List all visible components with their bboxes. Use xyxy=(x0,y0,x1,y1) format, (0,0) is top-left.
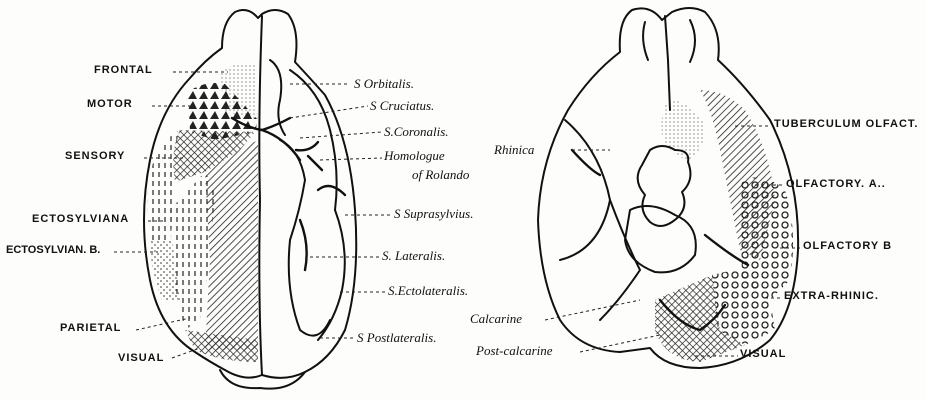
label-s-lateralis: S. Lateralis. xyxy=(382,248,445,264)
label-visual-left: VISUAL xyxy=(118,352,164,364)
label-tuberculum-olfact: TUBERCULUM OLFACT. xyxy=(774,118,919,130)
label-post-calcarine: Post-calcarine xyxy=(476,343,553,359)
label-calcarine: Calcarine xyxy=(470,311,522,327)
s-lateralis xyxy=(300,220,307,270)
label-sensory: SENSORY xyxy=(65,150,125,162)
homologue-of-rolando xyxy=(296,142,322,170)
label-motor: MOTOR xyxy=(87,98,133,110)
label-s-orbitalis: S Orbitalis. xyxy=(354,76,414,92)
left-midline xyxy=(259,16,262,375)
right-midline xyxy=(665,16,670,110)
s-coronalis xyxy=(262,130,300,160)
left-brain xyxy=(144,10,356,389)
label-parietal: PARIETAL xyxy=(60,322,121,334)
label-visual-right: VISUAL xyxy=(740,348,786,360)
label-frontal: FRONTAL xyxy=(94,64,153,76)
gyrus-outline-1 xyxy=(290,70,337,210)
s-suprasylvius xyxy=(318,186,345,195)
label-s-ectolateralis: S.Ectolateralis. xyxy=(388,283,468,299)
label-ectosylviana: ECTOSYLVIANA xyxy=(32,213,129,225)
label-homologue-2: of Rolando xyxy=(412,167,469,183)
label-s-suprasylvius: S Suprasylvius. xyxy=(394,206,473,222)
label-s-postlateralis: S Postlateralis. xyxy=(357,330,436,346)
label-olfactory-a: OLFACTORY. A.. xyxy=(786,178,886,190)
label-s-cruciatus: S Cruciatus. xyxy=(370,98,434,114)
label-ectosylvian-b: ECTOSYLVIAN. B. xyxy=(6,244,100,256)
temporal-lobe-outline xyxy=(560,120,610,260)
right-brain xyxy=(538,8,798,368)
label-s-coronalis: S.Coronalis. xyxy=(384,124,449,140)
label-rhinica: Rhinica xyxy=(494,142,534,158)
label-olfactory-b: OLFACTORY B xyxy=(803,240,892,252)
olfactory-bulb-right xyxy=(690,20,695,62)
label-homologue-1: Homologue xyxy=(384,148,445,164)
olfactory-bulb-left xyxy=(643,22,648,60)
suprasylvian-dark-region xyxy=(205,140,258,350)
label-extra-rhinic: EXTRA-RHINIC. xyxy=(784,290,879,302)
gyrus-outline-3 xyxy=(318,210,345,340)
